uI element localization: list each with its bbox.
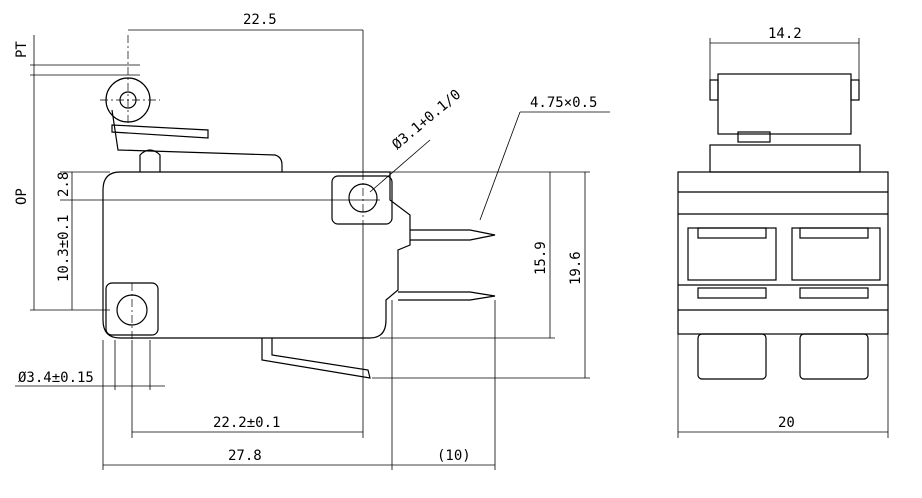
dim-height-inner: 15.9: [533, 241, 549, 275]
terminal-2: [398, 291, 496, 301]
roller-end: [717, 73, 852, 135]
switch-body: [102, 171, 411, 339]
dim-hole-offset: 2.8: [56, 172, 72, 197]
dim-hole-spacing-v: 10.3±0.1: [56, 215, 72, 282]
dim-small-hole: Ø3.4±0.15: [18, 370, 94, 386]
plunger: [139, 149, 161, 172]
dim-terminal-length: (10): [437, 448, 471, 464]
terminal-end-right: [799, 333, 869, 380]
dim-top-width: 22.5: [243, 12, 277, 28]
dim-end-top-width: 14.2: [768, 26, 802, 42]
end-view: 14.2 20: [677, 26, 889, 438]
dim-terminal: 4.75×0.5: [530, 95, 597, 111]
terminal-1: [410, 229, 496, 241]
end-body: [677, 171, 889, 335]
terminal-3: [261, 338, 371, 379]
actuator-housing: [709, 144, 861, 173]
dim-body-length: 27.8: [228, 448, 262, 464]
dim-height-total: 19.6: [568, 251, 584, 285]
dim-op: OP: [14, 188, 30, 205]
side-view: 22.5 PT OP 2.8 10.3±0.1 Ø3.1+0.1/0 4.75×…: [14, 12, 610, 470]
dim-pt: PT: [14, 41, 30, 58]
lever: [111, 109, 283, 172]
lever-bracket: [111, 124, 209, 139]
dim-end-total-width: 20: [778, 415, 795, 431]
terminal-end-left: [697, 333, 767, 380]
dim-hole-spacing-h: 22.2±0.1: [213, 415, 280, 431]
